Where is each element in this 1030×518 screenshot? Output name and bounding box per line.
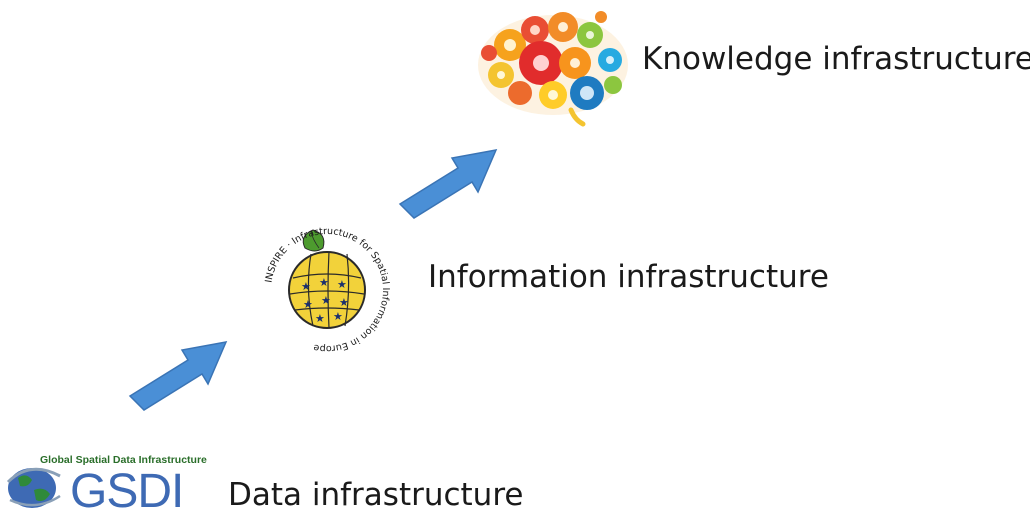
data-infrastructure-label: Data infrastructure <box>228 477 524 513</box>
svg-text:★: ★ <box>303 298 313 311</box>
progression-arrow-lower <box>128 341 228 411</box>
gsdi-tagline: Global Spatial Data Infrastructure <box>40 454 207 466</box>
svg-text:★: ★ <box>321 294 331 307</box>
svg-text:★: ★ <box>301 280 311 293</box>
information-infrastructure-label: Information infrastructure <box>428 259 829 295</box>
svg-text:★: ★ <box>339 296 349 309</box>
progression-arrow-upper <box>398 149 498 219</box>
knowledge-infrastructure-label: Knowledge infrastructure <box>642 41 1030 77</box>
inspire-logo: ★★★ ★★★ ★★ INSPIRE · Infrastructure for … <box>264 226 392 354</box>
gsdi-logo: Global Spatial Data Infrastructure GSDI <box>4 452 224 518</box>
svg-text:★: ★ <box>315 312 325 325</box>
svg-text:★: ★ <box>319 276 329 289</box>
gsdi-wordmark: GSDI <box>70 465 184 518</box>
svg-text:★: ★ <box>333 310 343 323</box>
brain-gears-icon <box>478 11 628 127</box>
globe-icon <box>6 467 61 508</box>
svg-text:★: ★ <box>337 278 347 291</box>
